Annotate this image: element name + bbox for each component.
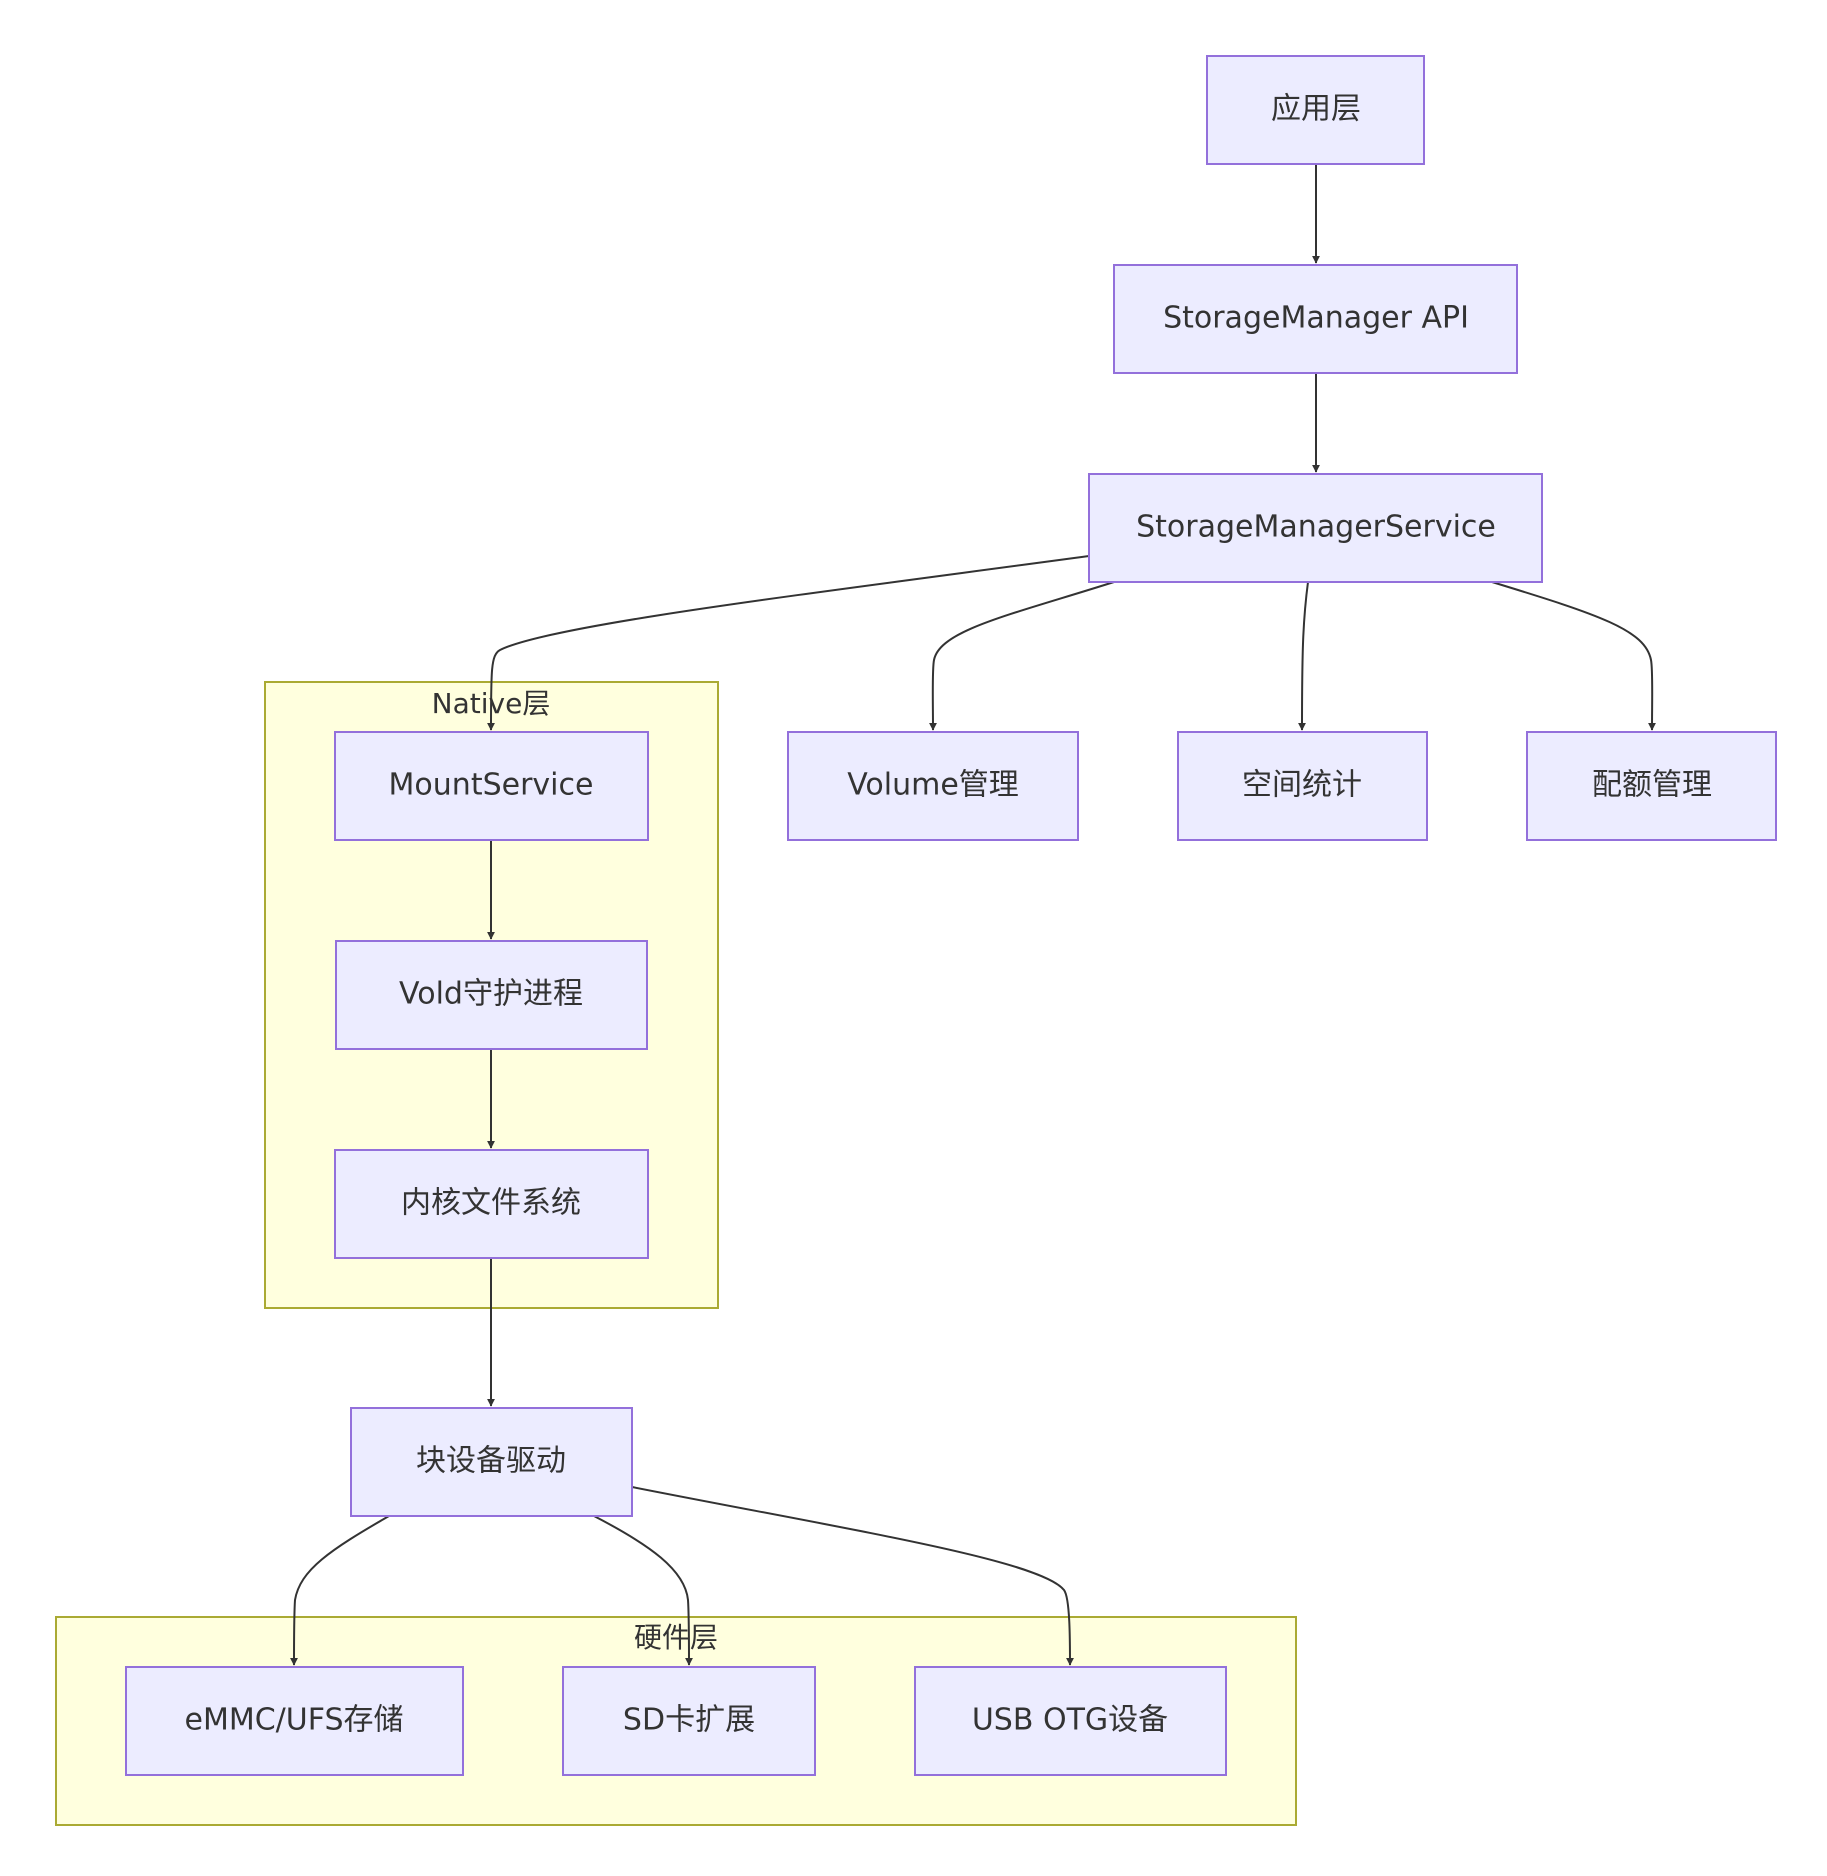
node-storage-manager-api-label: StorageManager API [1163,301,1469,336]
node-block-driver-box [350,1407,633,1517]
node-kernel-fs-label: 内核文件系统 [401,1186,581,1221]
node-app-layer: 应用层 [1206,55,1425,165]
node-sd-card-box [562,1666,816,1776]
edge-service-to-quota [1491,581,1657,731]
node-usb-otg-box [914,1666,1227,1776]
node-app-layer-box [1206,55,1425,165]
edge-service-to-space [1298,581,1309,731]
node-vold-box [335,940,648,1050]
node-quota-mgmt-label: 配额管理 [1592,768,1712,803]
node-kernel-fs: 内核文件系统 [334,1149,649,1259]
node-space-stats-box [1177,731,1428,841]
node-block-driver: 块设备驱动 [350,1407,633,1517]
edge-service-to-volume [928,581,1115,731]
node-mount-service-box [334,731,649,841]
node-mount-service-label: MountService [389,768,594,803]
node-kernel-fs-box [334,1149,649,1259]
node-quota-mgmt-box [1526,731,1777,841]
node-usb-otg: USB OTG设备 [914,1666,1227,1776]
node-quota-mgmt: 配额管理 [1526,731,1777,841]
node-volume-mgmt: Volume管理 [787,731,1079,841]
node-emmc-ufs-label: eMMC/UFS存储 [184,1703,403,1738]
edges [290,165,1657,1666]
node-vold: Vold守护进程 [335,940,648,1050]
node-space-stats: 空间统计 [1177,731,1428,841]
node-volume-mgmt-box [787,731,1079,841]
cluster-hardware-label: 硬件层 [634,1621,718,1654]
node-space-stats-label: 空间统计 [1242,768,1362,803]
node-mount-service: MountService [334,731,649,841]
node-volume-mgmt-label: Volume管理 [847,768,1019,803]
node-block-driver-label: 块设备驱动 [416,1444,566,1479]
node-storage-manager-service: StorageManagerService [1088,473,1543,583]
edge-service-to-mountservice [487,555,1090,731]
node-app-layer-label: 应用层 [1271,92,1361,127]
edge-blockdriver-to-emmc [290,1515,390,1666]
node-storage-manager-api-box [1113,264,1518,374]
edge-blockdriver-to-usbotg [631,1486,1074,1666]
node-sd-card-label: SD卡扩展 [623,1703,755,1738]
node-sd-card: SD卡扩展 [562,1666,816,1776]
node-vold-label: Vold守护进程 [399,977,583,1012]
node-emmc-ufs-box [125,1666,464,1776]
node-storage-manager-api: StorageManager API [1113,264,1518,374]
node-storage-manager-service-label: StorageManagerService [1136,510,1496,545]
node-emmc-ufs: eMMC/UFS存储 [125,1666,464,1776]
node-storage-manager-service-box [1088,473,1543,583]
edge-blockdriver-to-sdcard [593,1515,693,1666]
node-usb-otg-label: USB OTG设备 [972,1703,1168,1738]
